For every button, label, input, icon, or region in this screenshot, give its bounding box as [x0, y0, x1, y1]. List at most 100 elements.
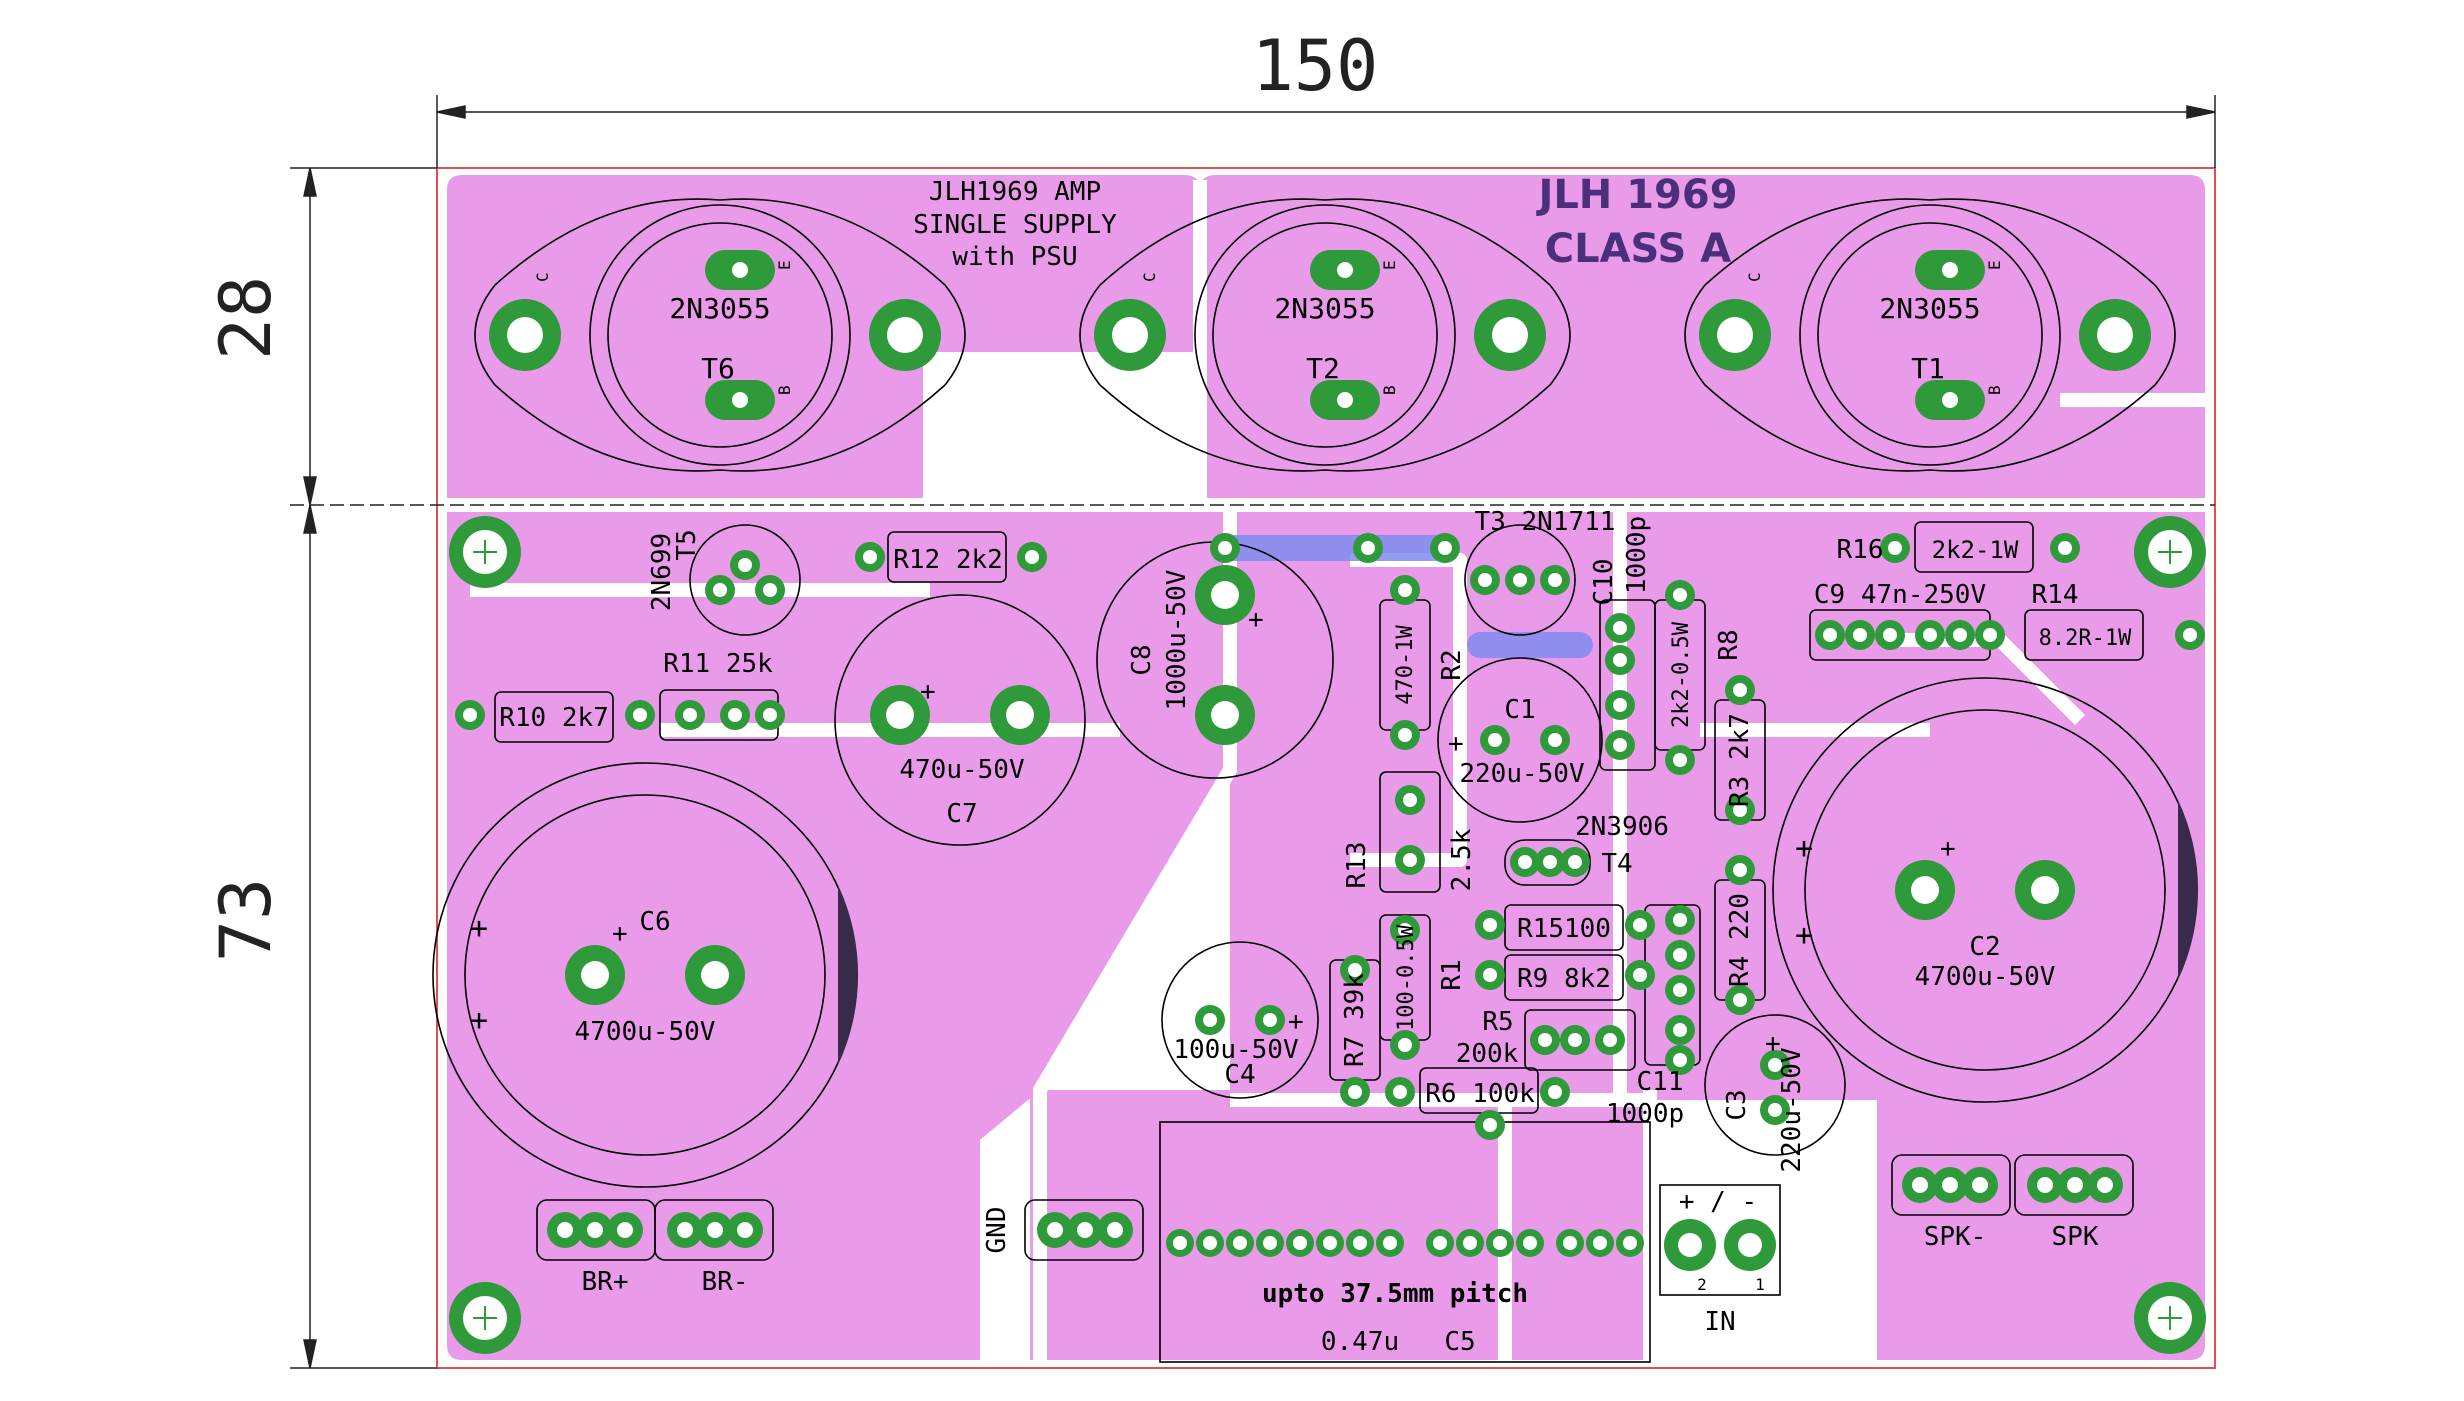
small-pad [1470, 565, 1500, 595]
r12-label: R12 2k2 [893, 545, 1003, 575]
small-pad [1880, 533, 1910, 563]
t1-type-label: 2N3055 [1879, 292, 1980, 325]
c4-outline [1161, 941, 1319, 1099]
c8-value-label: 1000u-50V [1162, 570, 1192, 711]
c11-ref-label: C11 [1637, 1067, 1684, 1097]
c6-polarity-band [838, 885, 859, 1065]
c4-value-label: 100u-50V [1173, 1035, 1298, 1065]
to3-mount-pad [869, 299, 941, 371]
connector-pad [1962, 1167, 1998, 1203]
r10-outline [494, 691, 614, 743]
cap-pad [1195, 565, 1255, 625]
c5-ref-label: C5 [1444, 1327, 1475, 1357]
small-pad [1760, 1050, 1790, 1080]
c5-value-label: 0.47u [1321, 1327, 1399, 1357]
in-pin1-label: 1 [1755, 1275, 1765, 1294]
r4-label: R4 220 [1725, 893, 1755, 987]
spk-label: SPK [2052, 1222, 2099, 1252]
small-pad [1395, 845, 1425, 875]
small-pad [1390, 575, 1420, 605]
c7-outline [834, 594, 1086, 846]
r13-value-label: 2.5k [1447, 828, 1477, 891]
small-pad [1385, 1077, 1415, 1107]
c3-outline [1704, 1014, 1846, 1156]
small-pad [1725, 985, 1755, 1015]
c5-note-label: upto 37.5mm pitch [1262, 1279, 1528, 1309]
small-pad [1665, 1045, 1695, 1075]
c5-pad [1426, 1229, 1454, 1257]
small-pad [1390, 1030, 1420, 1060]
c6-plus-pin: + [612, 919, 628, 949]
pads [455, 250, 2205, 1271]
to3-lead-pad [1915, 380, 1985, 420]
to3-mount-pad [2079, 299, 2151, 371]
small-pad [2050, 533, 2080, 563]
r5-value-label: 200k [1456, 1039, 1519, 1069]
r2-value-label: 470-1W [1393, 625, 1418, 705]
to3-mount-pad [489, 299, 561, 371]
r16-ref-label: R16 [1837, 535, 1884, 565]
board-edge [436, 167, 2216, 1369]
r6-label: R6 100k [1425, 1079, 1535, 1109]
small-pad [1480, 725, 1510, 755]
c5-outline [1159, 1121, 1651, 1363]
mounting-holes [449, 516, 2206, 1354]
t2-b-mark: B [1380, 385, 1399, 395]
r14-value-label: 8.2R-1W [2039, 626, 2132, 651]
r1-value-label: 100-0.5W [1394, 924, 1419, 1031]
t1-outline [1684, 198, 2176, 472]
c2-plus-bottom: + [1795, 918, 1813, 953]
t2-type-label: 2N3055 [1274, 292, 1375, 325]
small-pad [455, 700, 485, 730]
connector-pad [1902, 1167, 1938, 1203]
c3-value-label: 220u-50V [1777, 1047, 1807, 1172]
br-plus-label: BR+ [582, 1267, 629, 1297]
connector-pad [1097, 1212, 1133, 1248]
small-pad [1725, 855, 1755, 885]
c5-pad [1486, 1229, 1514, 1257]
c5-pad [1376, 1229, 1404, 1257]
c1-plus-pin: + [1448, 729, 1464, 759]
t3-outline [1464, 524, 1576, 636]
t6-b-mark: B [775, 385, 794, 395]
small-pad [1535, 847, 1565, 877]
small-pad [1625, 910, 1655, 940]
cap-pad [685, 945, 745, 1005]
board-title-line3: with PSU [952, 242, 1077, 272]
small-pad [1665, 940, 1695, 970]
r7-label: R7 39k [1340, 973, 1370, 1067]
connector-pad [2027, 1167, 2063, 1203]
small-pad [1605, 730, 1635, 760]
mounting-hole-top-right [2134, 516, 2206, 588]
t3-label: T3 2N1711 [1475, 507, 1616, 537]
small-pad [1625, 960, 1655, 990]
highlight-traces [1215, 535, 1593, 658]
c10-outline [1599, 599, 1656, 771]
to3-mount-pad [1474, 299, 1546, 371]
small-pad [755, 700, 785, 730]
small-pad [730, 550, 760, 580]
mounting-hole-bottom-right [2134, 1282, 2206, 1354]
c1-ref-label: C1 [1504, 695, 1535, 725]
in-pin2-label: 2 [1697, 1275, 1707, 1294]
connector-pad [607, 1212, 643, 1248]
cap-pad [870, 685, 930, 745]
t1-b-mark: B [1985, 385, 2004, 395]
r5-ref-label: R5 [1482, 1007, 1513, 1037]
connector-pad [1037, 1212, 1073, 1248]
small-pad [1390, 720, 1420, 750]
t6-outline [474, 198, 966, 472]
cap-pad [565, 945, 625, 1005]
connector-pad [667, 1212, 703, 1248]
small-pad [1815, 620, 1845, 650]
r1-ref-label: R1 [1437, 959, 1467, 990]
board-heading-line1: JLH 1969 [1535, 172, 1737, 218]
r6-outline [1419, 1067, 1539, 1114]
small-pad [1017, 542, 1047, 572]
r2-ref-label: R2 [1437, 649, 1467, 680]
t6-c-mark: C [533, 272, 552, 282]
to3-mount-pad [1699, 299, 1771, 371]
cap-pad [2015, 860, 2075, 920]
c5-pad [1316, 1229, 1344, 1257]
